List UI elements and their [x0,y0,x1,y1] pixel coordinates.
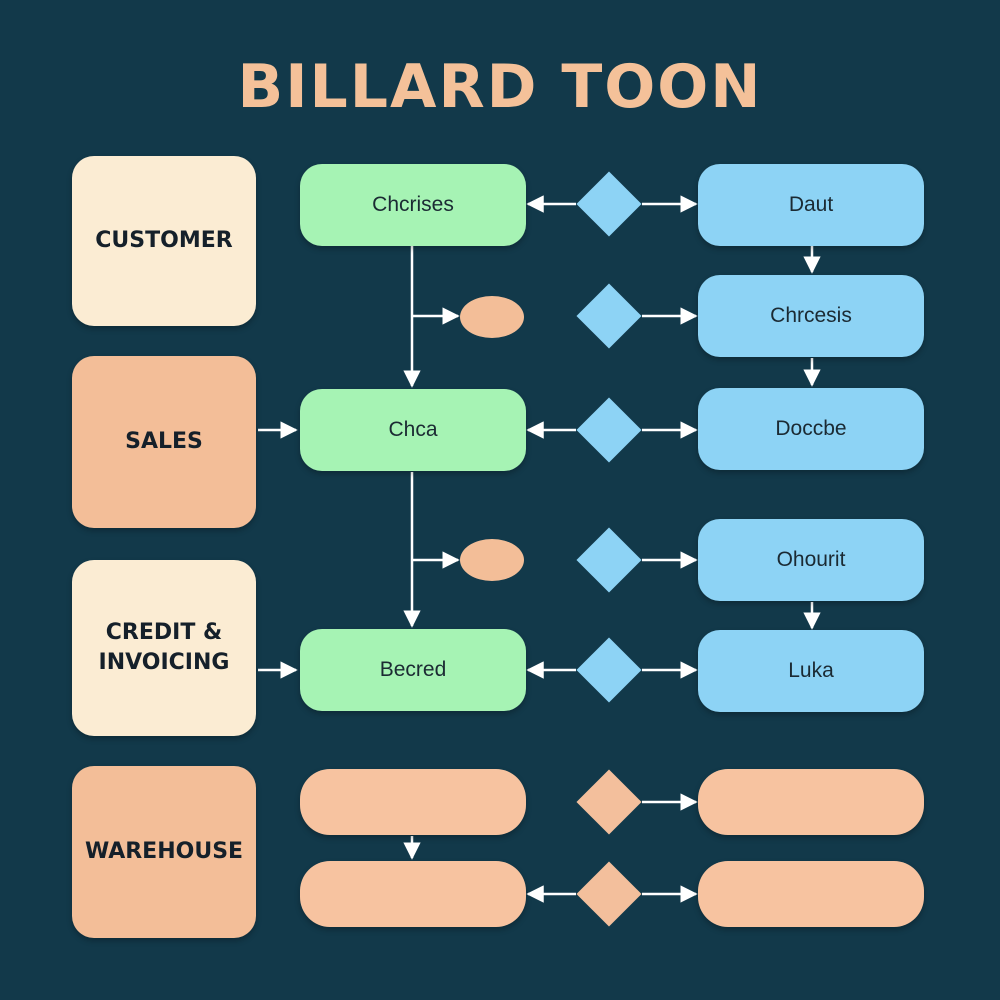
lane-customer: CUSTOMER [72,156,256,326]
output-node-chrcesis[interactable]: Chrcesis [698,275,924,357]
warehouse-node-left-2[interactable] [300,861,526,927]
output-node-label: Daut [788,193,834,216]
output-node-label: Doccbe [775,417,847,440]
warehouse-node-right-2[interactable] [698,861,924,927]
warehouse-node-right-1[interactable] [698,769,924,835]
process-node-label: Chcrises [372,193,454,216]
process-node-label: Becred [379,658,447,681]
output-node-label: Chrcesis [770,304,852,327]
output-node-label: Ohourit [776,548,846,571]
output-node-daut[interactable]: Daut [698,164,924,246]
output-node-doccbe[interactable]: Doccbe [698,388,924,470]
process-node-label: Chca [388,418,438,441]
output-node-label: Luka [788,659,834,682]
process-node-chca[interactable]: Chca [300,389,526,471]
warehouse-node-left-1[interactable] [300,769,526,835]
output-node-ohourit[interactable]: Ohourit [698,519,924,601]
lane-warehouse-label: WAREHOUSE [84,839,244,864]
lane-credit-invoicing-label: CREDIT & INVOICING [98,620,230,675]
event-oval-1[interactable] [460,296,524,338]
lane-sales-label: SALES [125,429,203,454]
process-node-chcrises[interactable]: Chcrises [300,164,526,246]
lane-sales: SALES [72,356,256,528]
lane-credit-invoicing: CREDIT & INVOICING [72,560,256,736]
lane-customer-label: CUSTOMER [95,228,233,253]
diagram-title: BILLARD TOON [237,52,763,122]
process-node-becred[interactable]: Becred [300,629,526,711]
output-node-luka[interactable]: Luka [698,630,924,712]
lane-warehouse: WAREHOUSE [72,766,256,938]
event-oval-2[interactable] [460,539,524,581]
